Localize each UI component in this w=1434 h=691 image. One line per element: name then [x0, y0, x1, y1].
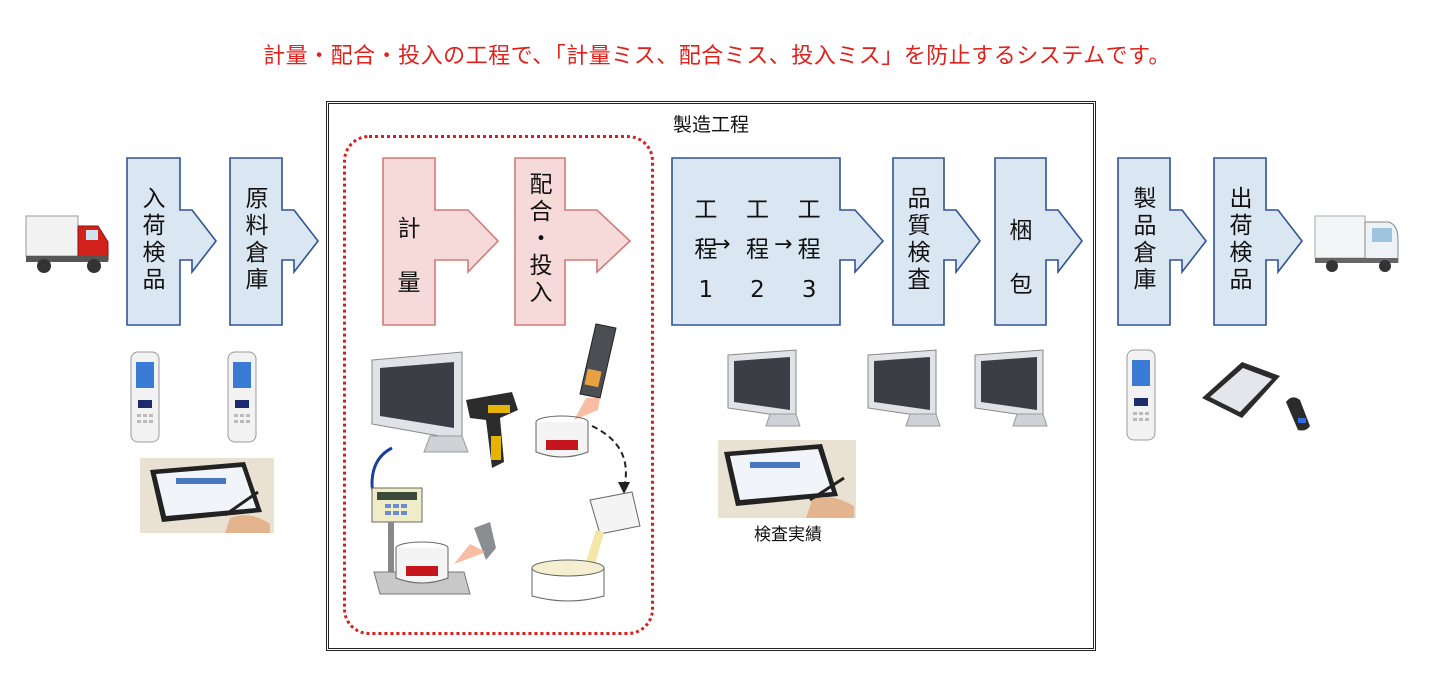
truck-white-icon: [1314, 215, 1399, 272]
truck-red-icon: [25, 215, 109, 273]
arrow-processes: [671, 157, 885, 326]
touch-panel-pc-icon: [371, 351, 469, 453]
arrow-packing: [994, 157, 1084, 326]
tablet-pen-icon: [718, 440, 856, 518]
arrow-raw-warehouse: [229, 157, 320, 326]
handheld-terminal-icon: [227, 351, 257, 443]
manufacturing-label: 製造工程: [672, 114, 749, 136]
handheld-terminal-icon: [574, 323, 617, 420]
touch-panel-pc-icon: [974, 349, 1048, 427]
inspection-results-label: 検査実績: [754, 525, 822, 545]
mixing-label: 配合・投入: [529, 172, 553, 306]
weighing-mixing-highlight: [343, 135, 654, 635]
mixing-tank-icon: [531, 559, 605, 602]
scale-icon: [371, 487, 471, 595]
arrow-shipping: [1213, 157, 1304, 326]
process-arrow-1: →: [712, 232, 731, 257]
quality-label: 品質検査: [907, 186, 931, 293]
pour-path: [591, 425, 627, 489]
barcode-scanner-icon: [466, 392, 518, 468]
product-warehouse-label: 製品倉庫: [1133, 186, 1157, 293]
arrow-weighing: [382, 157, 500, 326]
arrow-product-warehouse: [1117, 157, 1208, 326]
arrow-mixing: [514, 157, 632, 326]
handheld-terminal-icon: [1126, 349, 1156, 441]
tablet-pen-icon: [140, 458, 274, 533]
manufacturing-frame: [326, 101, 1096, 651]
raw-warehouse-label: 原料倉庫: [245, 186, 269, 293]
handheld-terminal-icon: [130, 351, 160, 443]
receiving-label: 入荷検品: [142, 186, 166, 293]
wireless-scanner-icon: [1286, 397, 1310, 431]
tablet-icon: [1202, 362, 1280, 418]
wireless-scanner-icon: [454, 522, 496, 564]
weighing-label: 計量: [397, 216, 421, 296]
shipping-label: 出荷検品: [1229, 186, 1253, 293]
touch-panel-pc-icon: [867, 349, 941, 427]
headline: 計量・配合・投入の工程で、「計量ミス、配合ミス、投入ミス」を防止するシステムです…: [263, 44, 1171, 69]
arrow-quality: [892, 157, 982, 326]
packing-label: 梱包: [1009, 218, 1033, 298]
arrow-receiving: [126, 157, 218, 326]
touch-panel-pc-icon: [727, 349, 801, 427]
process-arrow-2: →: [774, 232, 793, 257]
beaker-icon: [535, 415, 589, 458]
